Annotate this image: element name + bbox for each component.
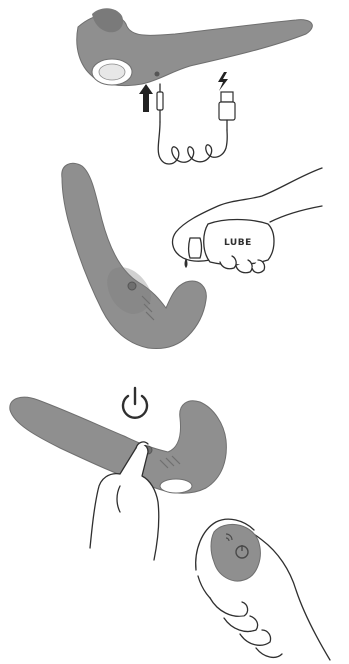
charging-cable-icon <box>158 122 227 164</box>
device-charging-illustration <box>77 8 313 85</box>
arrow-up-icon <box>139 84 153 112</box>
charge-step <box>77 8 313 164</box>
remote-control-step <box>196 519 330 660</box>
hand-with-remote-illustration <box>196 519 330 660</box>
hand-with-lube-illustration: LUBE <box>173 168 322 273</box>
lightning-bolt-icon <box>218 72 228 91</box>
power-icon <box>123 388 147 418</box>
lube-label: LUBE <box>224 238 252 248</box>
usb-plug-icon <box>219 92 235 130</box>
wireless-remote-icon <box>211 524 260 581</box>
dc-plug-icon <box>157 84 163 122</box>
lubricate-step: LUBE <box>62 163 322 348</box>
power-on-step <box>10 388 227 560</box>
